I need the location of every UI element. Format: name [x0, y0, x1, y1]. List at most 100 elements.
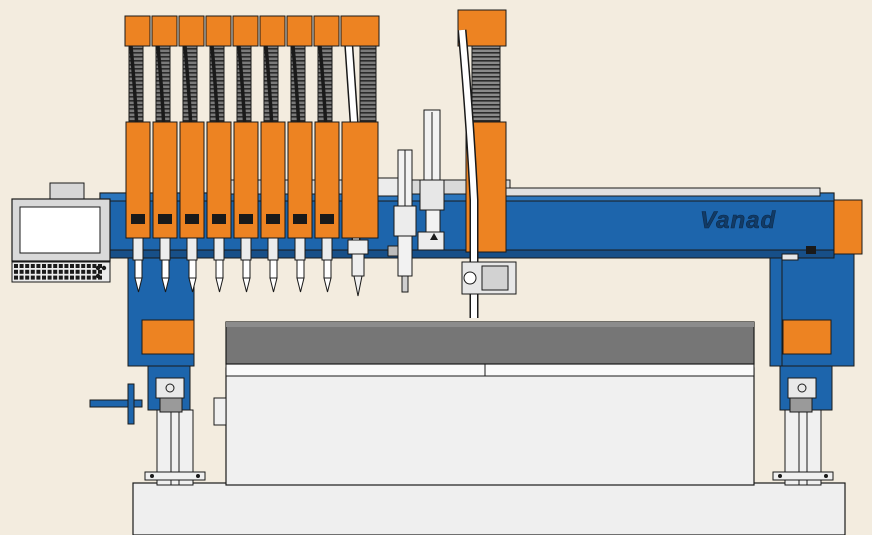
- torch-holder: [294, 237, 306, 261]
- torch-nozzle: [242, 259, 251, 279]
- control-panel[interactable]: [11, 182, 111, 283]
- marking-unit: [377, 149, 417, 293]
- torch-clamp: [266, 214, 280, 224]
- keypad-key[interactable]: [58, 264, 63, 268]
- torch-nozzle: [296, 259, 305, 279]
- keypad-key[interactable]: [53, 275, 58, 280]
- keypad-key[interactable]: [25, 264, 30, 268]
- keypad-key[interactable]: [70, 264, 74, 268]
- keypad-key[interactable]: [25, 275, 30, 280]
- keypad-key[interactable]: [92, 264, 97, 268]
- keypad-key[interactable]: [58, 269, 63, 274]
- drill-head: [417, 109, 445, 251]
- keypad-key[interactable]: [42, 275, 46, 280]
- keypad-key[interactable]: [14, 275, 18, 280]
- torch-nozzle: [134, 259, 143, 279]
- keypad-key[interactable]: [14, 264, 18, 268]
- torch-holder: [213, 237, 225, 261]
- torch-clamp: [131, 214, 145, 224]
- brand-logo: Vanad: [700, 207, 776, 234]
- keypad-key[interactable]: [25, 269, 30, 274]
- torch-nozzle: [161, 259, 170, 279]
- keypad-key[interactable]: [75, 264, 80, 268]
- keypad-key[interactable]: [53, 264, 58, 268]
- hmi-screen[interactable]: [19, 206, 101, 254]
- keypad-key[interactable]: [36, 264, 41, 268]
- torch-nozzle: [188, 259, 197, 279]
- torch-tip: [215, 277, 224, 293]
- left-rail: [144, 409, 206, 486]
- keypad-key[interactable]: [92, 275, 97, 280]
- keypad-key[interactable]: [53, 269, 58, 274]
- torch-holder: [159, 237, 171, 261]
- keypad-key[interactable]: [86, 275, 91, 280]
- torch-cap: [232, 15, 259, 47]
- keypad-key[interactable]: [81, 275, 86, 280]
- right-rail: [772, 409, 834, 486]
- workpiece-plate: [225, 321, 755, 365]
- keypad-key[interactable]: [47, 275, 52, 280]
- torch-cap: [205, 15, 232, 47]
- torch-cap: [124, 15, 151, 47]
- keypad-key[interactable]: [30, 264, 35, 268]
- keypad-key[interactable]: [81, 264, 86, 268]
- keypad-key[interactable]: [19, 269, 24, 274]
- torch-clamp: [158, 214, 172, 224]
- torch-cap: [178, 15, 205, 47]
- panel-button[interactable]: [95, 273, 101, 279]
- gas-torch-row: [124, 15, 340, 293]
- base-foundation: [132, 482, 846, 535]
- keypad-key[interactable]: [98, 264, 102, 268]
- torch-holder: [240, 237, 252, 261]
- keypad-key[interactable]: [86, 269, 91, 274]
- left-carriage: [89, 257, 195, 425]
- bevel-head: [457, 9, 517, 318]
- keypad-key[interactable]: [58, 275, 63, 280]
- keypad-key[interactable]: [36, 269, 41, 274]
- panel-button[interactable]: [95, 265, 101, 271]
- keypad-key[interactable]: [14, 269, 18, 274]
- plasma-torch: [340, 15, 380, 297]
- keypad-key[interactable]: [64, 275, 69, 280]
- keypad-key[interactable]: [70, 269, 74, 274]
- torch-cap: [313, 15, 340, 47]
- torch-clamp: [185, 214, 199, 224]
- keypad-key[interactable]: [92, 269, 97, 274]
- keypad-key[interactable]: [70, 275, 74, 280]
- keypad-key[interactable]: [36, 275, 41, 280]
- torch-nozzle: [269, 259, 278, 279]
- keypad-key[interactable]: [47, 269, 52, 274]
- keypad-key[interactable]: [42, 269, 46, 274]
- torch-tip: [323, 277, 332, 293]
- keypad-key[interactable]: [98, 269, 102, 274]
- keypad-key[interactable]: [30, 269, 35, 274]
- keypad-key[interactable]: [81, 269, 86, 274]
- torch-tip: [296, 277, 305, 293]
- torch-nozzle: [215, 259, 224, 279]
- torch-holder: [321, 237, 333, 261]
- keypad-key[interactable]: [86, 264, 91, 268]
- torch-holder: [186, 237, 198, 261]
- keypad-key[interactable]: [75, 275, 80, 280]
- keypad-key[interactable]: [19, 264, 24, 268]
- torch-clamp: [293, 214, 307, 224]
- keypad-key[interactable]: [98, 275, 102, 280]
- keypad-key[interactable]: [64, 264, 69, 268]
- torch-tip: [242, 277, 251, 293]
- torch-nozzle: [323, 259, 332, 279]
- torch-clamp: [320, 214, 334, 224]
- keypad-key[interactable]: [75, 269, 80, 274]
- keypad-key[interactable]: [30, 275, 35, 280]
- torch-clamp: [212, 214, 226, 224]
- keypad-key[interactable]: [64, 269, 69, 274]
- torch-cap: [286, 15, 313, 47]
- torch-cap: [259, 15, 286, 47]
- keypad-key[interactable]: [47, 264, 52, 268]
- keypad-key[interactable]: [42, 264, 46, 268]
- torch-tip: [269, 277, 278, 293]
- panel-button[interactable]: [101, 265, 107, 271]
- torch-holder: [267, 237, 279, 261]
- keypad-key[interactable]: [19, 275, 24, 280]
